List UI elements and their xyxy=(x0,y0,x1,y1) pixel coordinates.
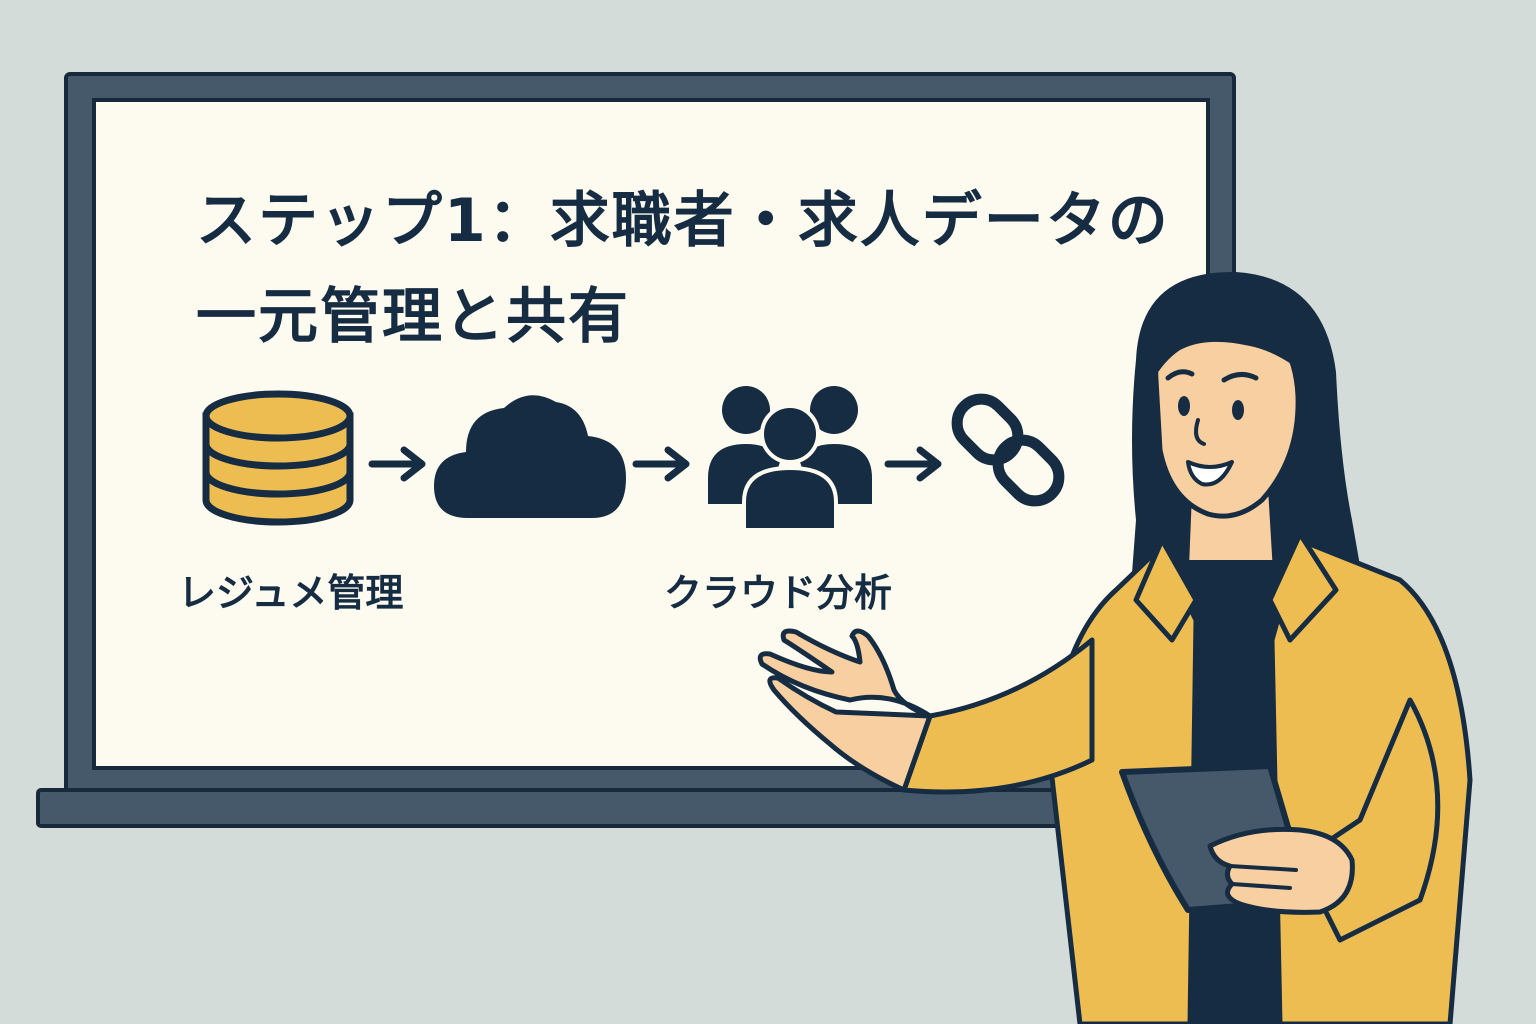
step-label-resume: レジュメ管理 xyxy=(178,571,404,615)
presenter-illustration xyxy=(757,271,1473,1024)
arrow-right-icon xyxy=(884,446,942,482)
database-icon xyxy=(202,390,354,526)
link-chain-icon xyxy=(951,393,1065,507)
cloud-icon xyxy=(434,395,626,518)
step-label-cloud-analysis: クラウド分析 xyxy=(664,571,893,615)
slide-title-line-2: 一元管理と共有 xyxy=(196,282,630,352)
arrow-right-icon xyxy=(632,446,690,482)
arrow-right-icon xyxy=(368,446,426,482)
slide-title-line-1: ステップ1：求職者・求人データの xyxy=(196,186,1170,256)
people-group-icon xyxy=(708,386,872,532)
